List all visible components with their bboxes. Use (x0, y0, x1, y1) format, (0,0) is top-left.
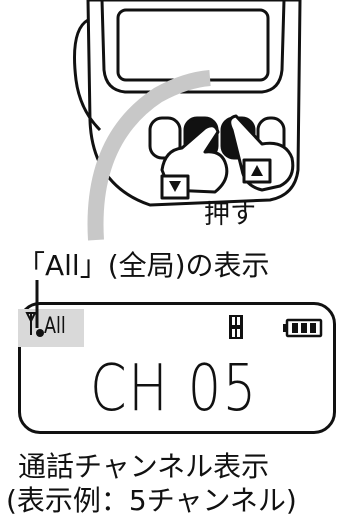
radio-illustration (73, 0, 302, 241)
power-indicator-icon (229, 315, 243, 339)
left-hand (160, 124, 229, 200)
channel-readout: CH 05 (90, 352, 258, 426)
channel-display-caption: 通話チャンネル表示 (18, 450, 270, 483)
all-indicator: All (44, 314, 66, 339)
grey-arrow (87, 70, 211, 241)
battery-icon (283, 318, 323, 338)
press-label: 押す (204, 200, 257, 230)
right-hand (228, 114, 295, 192)
antenna-icon (25, 312, 44, 337)
leader-line (35, 280, 39, 328)
all-display-caption: 「All」(全局)の表示 (17, 249, 270, 282)
example-caption: (表示例：5チャンネル) (6, 484, 297, 517)
